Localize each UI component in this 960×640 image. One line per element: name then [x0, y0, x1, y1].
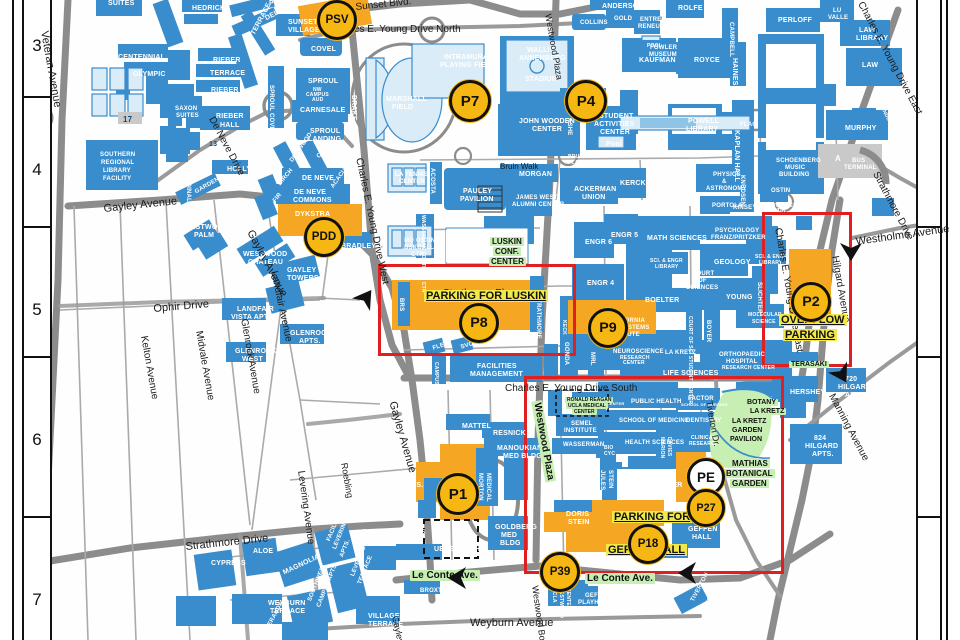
green-label: BOTANICAL	[724, 469, 775, 478]
green-label: Le Conte Ave.	[585, 573, 655, 584]
green-label: UCLA MEDICAL	[566, 403, 608, 409]
parking-badge-p27[interactable]: P27	[687, 489, 725, 527]
parking-badge-pdd[interactable]: PDD	[304, 217, 344, 257]
parking-badge-psv[interactable]: PSV	[317, 0, 357, 40]
green-label: LA KRETZ	[730, 418, 769, 425]
grid-row-label-3: 3	[32, 36, 42, 55]
direction-arrow-icon	[351, 289, 372, 312]
grid-rail-right	[916, 0, 942, 640]
green-label: PAVILION	[728, 436, 765, 443]
parking-badge-p7[interactable]: P7	[449, 80, 491, 122]
direction-arrow-icon	[678, 562, 696, 584]
grid-row-label-6: 6	[32, 430, 42, 449]
grid-rail-outer-left	[0, 0, 14, 640]
parking-callout-overflow2: PARKING	[783, 329, 837, 341]
parking-badge-p2[interactable]: P2	[791, 282, 831, 322]
parking-callout-luskin: PARKING FOR LUSKIN	[424, 290, 549, 302]
luskin-box	[378, 264, 576, 356]
parking-badge-p9[interactable]: P9	[588, 308, 628, 348]
green-label: TERASAKI	[789, 361, 829, 368]
grid-row-label-7: 7	[32, 590, 42, 609]
green-label: LA KRETZ	[748, 408, 787, 415]
grid-row-label-4: 4	[32, 160, 42, 179]
green-label: CONF.	[493, 247, 521, 256]
parking-badge-p18[interactable]: P18	[628, 524, 668, 564]
green-label: BOTANY	[745, 399, 779, 406]
parking-callout-geffen1: PARKING FOR	[612, 511, 693, 523]
green-label: CENTER	[489, 257, 526, 266]
green-label: LUSKIN	[490, 237, 524, 246]
grid-row-label-5: 5	[32, 300, 42, 319]
parking-badge-p4[interactable]: P4	[565, 80, 607, 122]
parking-badge-p8[interactable]: P8	[459, 303, 499, 343]
green-label: GARDEN	[730, 479, 769, 488]
direction-arrow-icon	[840, 243, 862, 261]
geffen-box	[524, 376, 784, 574]
parking-badge-p39[interactable]: P39	[540, 552, 580, 592]
direction-arrow-icon	[448, 567, 466, 589]
direction-arrow-icon	[827, 361, 848, 383]
green-label: GARDEN	[730, 427, 765, 434]
grid-rail-left	[22, 0, 52, 640]
parking-badge-p1[interactable]: P1	[437, 473, 479, 515]
green-label: MATHIAS	[730, 459, 770, 468]
green-label: CENTER	[572, 409, 597, 415]
green-label: Le Conte Ave.	[410, 570, 480, 581]
green-label: RONALD REAGAN	[565, 397, 614, 403]
grid-rail-outer-right	[946, 0, 960, 640]
